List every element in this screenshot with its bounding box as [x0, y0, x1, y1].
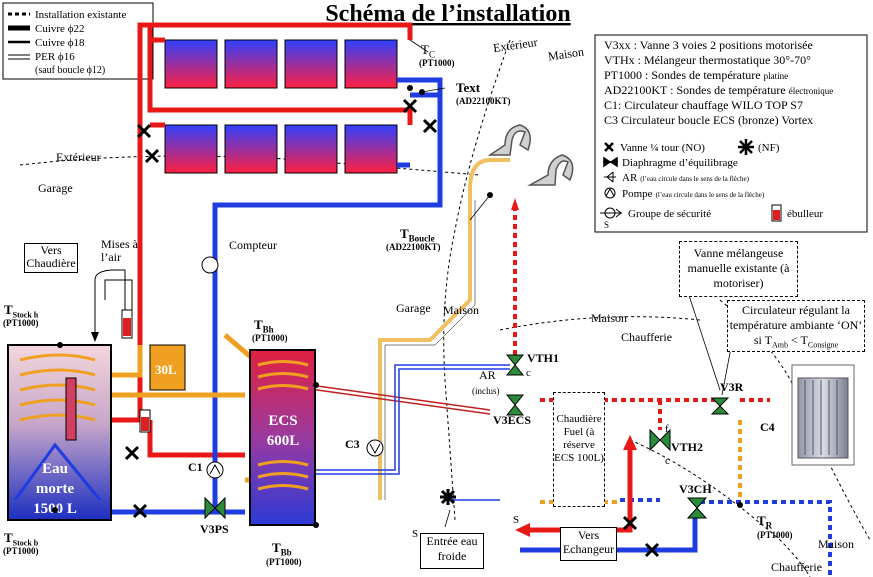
c4-label: C4 [760, 420, 775, 434]
svg-text:Groupe de sécurité: Groupe de sécurité [628, 208, 711, 220]
mises-air-label: Mises à l’air [101, 237, 138, 264]
legend-item: (sauf boucle ϕ12) [35, 65, 105, 76]
tbb-label: TBb [272, 540, 292, 558]
tbb-sensor: (PT1000) [266, 557, 302, 567]
zone-label: Chaufferie [771, 560, 823, 574]
legend-def: C3 Circulateur boucle ECS (bronze) Vorte… [604, 113, 813, 127]
tstockh-sensor: (PT1000) [3, 318, 39, 328]
zone-label: Maison [818, 537, 854, 551]
compteur-label: Compteur [229, 238, 277, 252]
ecs-tank [249, 349, 316, 526]
tstockb-label: TStock b [4, 530, 39, 548]
ar-inclus-label: AR [479, 368, 496, 382]
pompe-icon [604, 187, 616, 199]
vers-echangeur-box: Vers Echangeur [560, 527, 617, 561]
legend-item: PER ϕ16 [35, 51, 75, 63]
ecs-lines [309, 364, 510, 501]
v3ch-label: V3CH [679, 482, 712, 496]
svg-text:AR(l’eau circule dans le sens: AR(l’eau circule dans le sens de la flèc… [622, 172, 750, 184]
eau-morte-label: Eau [42, 461, 68, 477]
legend-left: Installation existante Cuivre ϕ22 Cuivre… [2, 2, 154, 80]
ebulleur-icon [771, 204, 782, 222]
ebulleur-icon [121, 309, 151, 433]
svg-text:600L: 600L [267, 433, 300, 449]
nf-valve-icon [738, 139, 754, 155]
s-label: S [412, 528, 419, 540]
c-label: c [665, 455, 670, 467]
c3-label: C3 [345, 437, 360, 451]
v3ps-label: V3PS [200, 522, 229, 536]
vth2-label: VTH2 [671, 440, 704, 454]
vessel-30l-label: 30L [155, 362, 177, 377]
radiator [791, 364, 855, 466]
entree-eau-box: Entrée eau froide [420, 533, 484, 569]
legend-item: Installation existante [35, 9, 126, 21]
nf-valve-icon [440, 489, 456, 505]
zone-label: Garage [396, 301, 431, 315]
tr-label: TR [757, 513, 773, 531]
legend-right: V3xx : Vanne 3 voies 2 positions motoris… [594, 34, 868, 233]
text-sensor: (AD22100KT) [456, 96, 511, 106]
zone-label: Chaufferie [621, 330, 673, 344]
circulateur-regulant-box: Circulateur régulant la température ambi… [727, 300, 865, 352]
legend-def: V3xx : Vanne 3 voies 2 positions motoris… [604, 38, 813, 52]
tstockb-sensor: (PT1000) [3, 546, 39, 556]
three-way-valve-icon [204, 354, 730, 520]
mise-air-lines [94, 269, 133, 340]
svg-text:Diaphragme d’équilibrage: Diaphragme d’équilibrage [622, 157, 738, 169]
svg-text:Pompe(l’eau circule dans le se: Pompe(l’eau circule dans le sens de la f… [622, 188, 765, 200]
sensor-dots [52, 85, 743, 528]
expansion-vessel-30l [149, 344, 186, 391]
solar-panels-top [164, 39, 398, 89]
tbh-sensor: (PT1000) [252, 333, 288, 343]
boucle-pipe [378, 158, 510, 500]
v3r-label: V3R [720, 380, 744, 394]
pump-icon [201, 256, 384, 479]
c1-label: C1 [188, 460, 203, 474]
zone-label: Extérieur [56, 150, 101, 164]
tboucle-label: TBoucle [400, 226, 435, 244]
tc-sensor: (PT1000) [419, 58, 455, 68]
tc-label: TC [421, 42, 435, 60]
zone-label: Garage [38, 181, 73, 195]
svg-text:morte: morte [36, 481, 75, 497]
tr-sensor: (PT1000) [757, 530, 793, 540]
legend-item: Cuivre ϕ18 [35, 37, 85, 49]
ar-icon [604, 171, 616, 183]
tbh-label: TBh [254, 317, 274, 335]
vers-chaudiere-box: Vers Chaudière [24, 243, 78, 273]
vth1-label: VTH1 [527, 351, 560, 365]
zone-label: Maison [443, 303, 479, 317]
chaudiere-fuel-box: Chaudière Fuel (à réserve ECS 100L) [553, 392, 605, 507]
svg-text:Vanne ¼ tour (NO): Vanne ¼ tour (NO) [620, 142, 705, 154]
svg-text:ébulleur: ébulleur [787, 208, 823, 220]
v3ecs-label: V3ECS [493, 413, 532, 427]
quarter-turn-valve-icon [124, 98, 660, 558]
solar-panels-bottom [164, 124, 398, 174]
legend-item: Cuivre ϕ22 [35, 23, 84, 35]
zone-label: Maison [591, 311, 627, 325]
legend-def: VTHx : Mélangeur thermostatique 30°-70° [604, 53, 811, 67]
diaphragme-icon [603, 156, 618, 168]
svg-text:S: S [604, 220, 609, 230]
f-label: f [665, 423, 669, 435]
groupe-securite-icon [600, 207, 622, 219]
legend-def: C1: Circulateur chauffage WILO TOP S7 [604, 98, 803, 112]
eau-morte-tank [7, 344, 112, 521]
svg-text:(NF): (NF) [758, 142, 780, 154]
text-label: Text [456, 80, 481, 95]
tboucle-sensor: (AD22100KT) [386, 242, 441, 252]
vanne-quart-icon [604, 142, 614, 152]
c-label: c [526, 367, 531, 379]
inclus-label: (inclus) [472, 386, 500, 396]
tstockh-label: TStock h [4, 302, 39, 320]
tap-icon [487, 124, 574, 186]
ecs-label: ECS [268, 413, 297, 429]
vanne-melangeuse-box: Vanne mélangeuse manuelle existante (à m… [679, 241, 798, 297]
s-label: S [513, 514, 520, 526]
